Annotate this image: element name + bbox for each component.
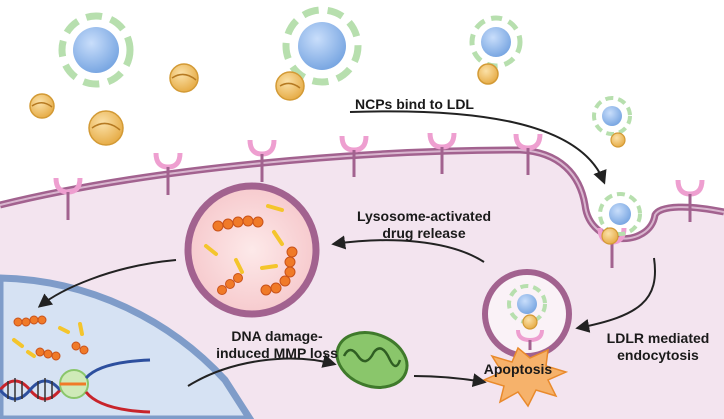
mitochondrion xyxy=(335,331,409,389)
arrow-to-nucleus xyxy=(37,259,177,308)
lysosome xyxy=(184,182,320,318)
label-dna-line2: induced MMP loss xyxy=(216,345,338,361)
label-lysosome-line2: drug release xyxy=(382,225,466,241)
dna-helix xyxy=(0,378,62,402)
label-lysosome-line1: Lysosome-activated xyxy=(356,208,492,224)
label-apoptosis: Apoptosis xyxy=(483,361,553,377)
dna-binding-complex xyxy=(59,358,151,414)
drug-hexagon-chain xyxy=(212,215,298,296)
label-dna-damage: DNA damage- induced MMP loss xyxy=(207,328,347,362)
ldl-icon xyxy=(29,93,55,119)
ncp-in-pit xyxy=(598,192,642,245)
ncp-particle-1 xyxy=(58,12,134,88)
receptor-icon xyxy=(675,179,705,222)
drug-rods xyxy=(204,204,284,274)
receptor-icon xyxy=(247,139,277,182)
receptor-icon xyxy=(153,152,183,195)
arrow-to-mito xyxy=(187,354,337,387)
arrow-endocytosis xyxy=(575,257,656,333)
receptor-icon xyxy=(513,133,543,175)
arrow-lysosome-release xyxy=(331,235,485,263)
label-ldlr-endocytosis: LDLR mediated endocytosis xyxy=(596,330,720,364)
receptor-icon xyxy=(53,177,83,220)
label-ncp-bind: NCPs bind to LDL xyxy=(355,96,474,112)
label-lysosome-release: Lysosome-activated drug release xyxy=(348,208,500,242)
receptor-icon xyxy=(339,135,369,177)
ldl-particles xyxy=(29,63,199,146)
apoptosis-burst xyxy=(481,346,569,408)
label-dna-line1: DNA damage- xyxy=(231,328,323,344)
nuclear-drugs xyxy=(12,315,89,361)
ncp-particle-4 xyxy=(592,96,632,148)
arrow-to-apoptosis xyxy=(413,373,487,388)
label-ldlr-line2: endocytosis xyxy=(617,347,699,363)
ncp-particle-3 xyxy=(469,15,523,85)
label-ldlr-line1: LDLR mediated xyxy=(606,330,710,346)
arrow-ncp-bind xyxy=(349,110,607,185)
ldl-icon xyxy=(88,110,124,146)
ncp-particle-2 xyxy=(275,6,362,101)
cell-membrane-inner xyxy=(0,148,724,240)
endosome xyxy=(482,269,572,359)
ldl-icon xyxy=(169,63,199,93)
receptor-icon xyxy=(427,132,457,174)
process-arrows xyxy=(37,110,656,388)
